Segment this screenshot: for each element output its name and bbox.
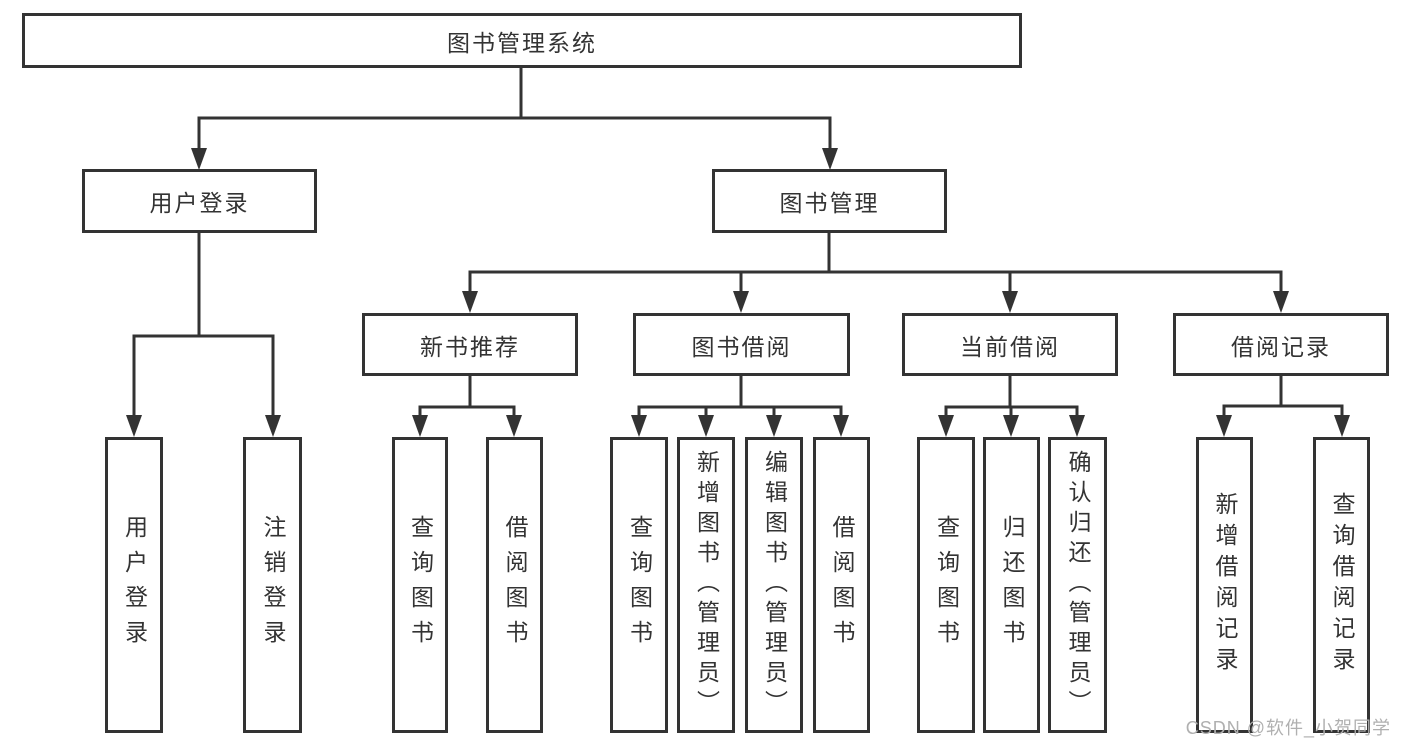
node-label: 新书推荐 bbox=[420, 333, 520, 360]
node-label: 编辑图书（管理员） bbox=[761, 450, 788, 720]
node-label: 当前借阅 bbox=[960, 333, 1060, 360]
node-label: 查询图书 bbox=[626, 515, 653, 655]
connector-root-to-level2 bbox=[191, 68, 838, 170]
leaf-recommend-borrow-books: 借阅图书 bbox=[486, 437, 543, 733]
node-book-management: 图书管理 bbox=[712, 169, 947, 233]
leaf-borrow-borrow-books: 借阅图书 bbox=[813, 437, 870, 733]
node-label: 借阅图书 bbox=[502, 515, 528, 655]
leaf-current-query-books: 查询图书 bbox=[917, 437, 975, 733]
node-label: 归还图书 bbox=[999, 515, 1025, 655]
node-label: 图书管理 bbox=[779, 190, 880, 216]
node-label: 借阅图书 bbox=[829, 515, 855, 655]
node-book-borrow: 图书借阅 bbox=[633, 313, 850, 376]
node-label: 图书管理系统 bbox=[447, 29, 597, 56]
node-label: 注销登录 bbox=[260, 515, 286, 655]
node-root: 图书管理系统 bbox=[22, 13, 1022, 68]
connector-borrow-to-leaves bbox=[631, 376, 849, 437]
leaf-borrow-query-books: 查询图书 bbox=[610, 437, 668, 733]
leaf-recommend-query-books: 查询图书 bbox=[392, 437, 448, 733]
csdn-watermark: CSDN @软件_小贺同学 bbox=[1185, 718, 1391, 738]
node-label: 确认归还（管理员） bbox=[1065, 450, 1091, 720]
node-label: 查询图书 bbox=[407, 515, 434, 655]
connector-current-to-leaves bbox=[938, 376, 1085, 437]
leaf-records-add-record: 新增借阅记录 bbox=[1196, 437, 1253, 733]
node-label: 新增图书（管理员） bbox=[693, 450, 720, 720]
node-user-login: 用户登录 bbox=[82, 169, 317, 233]
node-label: 用户登录 bbox=[121, 515, 148, 655]
node-borrow-records: 借阅记录 bbox=[1173, 313, 1389, 376]
connector-records-to-leaves bbox=[1216, 376, 1350, 437]
leaf-logout: 注销登录 bbox=[243, 437, 302, 733]
node-label: 查询图书 bbox=[933, 515, 960, 655]
leaf-borrow-add-books-admin: 新增图书（管理员） bbox=[677, 437, 735, 733]
connector-login-to-leaves bbox=[126, 233, 281, 437]
leaf-user-login: 用户登录 bbox=[105, 437, 163, 733]
node-label: 图书借阅 bbox=[691, 333, 792, 360]
node-label: 查询借阅记录 bbox=[1329, 492, 1355, 678]
node-label: 用户登录 bbox=[149, 190, 250, 216]
node-new-book-recommend: 新书推荐 bbox=[362, 313, 578, 376]
node-current-borrow: 当前借阅 bbox=[902, 313, 1118, 376]
node-label: 新增借阅记录 bbox=[1212, 492, 1238, 678]
leaf-borrow-edit-books-admin: 编辑图书（管理员） bbox=[745, 437, 803, 733]
leaf-records-query-record: 查询借阅记录 bbox=[1313, 437, 1370, 733]
leaf-current-confirm-return-admin: 确认归还（管理员） bbox=[1048, 437, 1107, 733]
connector-manage-to-level3 bbox=[462, 233, 1289, 313]
leaf-current-return-books: 归还图书 bbox=[983, 437, 1040, 733]
node-label: 借阅记录 bbox=[1231, 333, 1331, 360]
connector-recommend-to-leaves bbox=[412, 376, 522, 437]
